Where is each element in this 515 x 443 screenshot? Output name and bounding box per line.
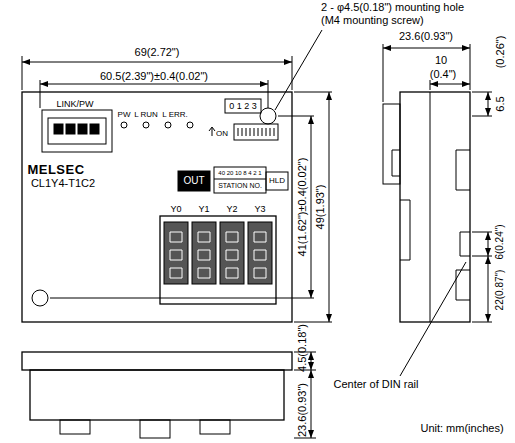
dimension: 6.5: [494, 96, 507, 111]
dimension: 41(1.62")±0.4(0.02"): [296, 158, 309, 257]
terminal-label: Y0: [170, 204, 181, 215]
led-label: L RUN: [134, 110, 158, 120]
terminal-label: Y2: [226, 204, 237, 215]
led-label: PW: [118, 110, 131, 120]
panel-label: HLD: [269, 176, 285, 186]
station-label: STATION NO.: [218, 182, 262, 190]
dimension: (0.4"): [430, 68, 457, 81]
note: Unit: mm(inches): [420, 422, 503, 435]
dimension: 23.6(0.93"): [296, 383, 309, 437]
led-label: L ERR.: [162, 110, 188, 120]
dimension: 49(1.93"): [314, 185, 327, 230]
dimension: 4.5(0.18"): [296, 324, 309, 372]
model-name: CL1Y4-T1C2: [31, 177, 95, 190]
dimension: 69(2.72"): [135, 46, 180, 59]
panel-label: OUT: [183, 175, 204, 187]
station-label: 40 20 10 8 4 2 1: [218, 170, 261, 177]
dimension: (0.26"): [494, 36, 507, 69]
note: 2 - φ4.5(0.18") mounting hole (M4 mounti…: [321, 1, 471, 27]
switch-label: ON: [216, 129, 228, 139]
switch-label: 0 1 2 3: [229, 101, 257, 112]
dimension: 60.5(2.39")±0.4(0.02"): [100, 70, 208, 83]
brand-name: MELSEC: [27, 162, 84, 178]
dimension: 6(0.24"): [494, 224, 506, 259]
terminal-label: Y3: [254, 204, 265, 215]
panel-label: LINK/PW: [56, 99, 93, 110]
dimension: 10: [435, 54, 447, 67]
leader-label: Center of DIN rail: [334, 378, 419, 391]
terminal-label: Y1: [198, 204, 209, 215]
dimension: 22(0.87"): [494, 270, 506, 311]
dimension: 23.6(0.93"): [399, 30, 453, 43]
